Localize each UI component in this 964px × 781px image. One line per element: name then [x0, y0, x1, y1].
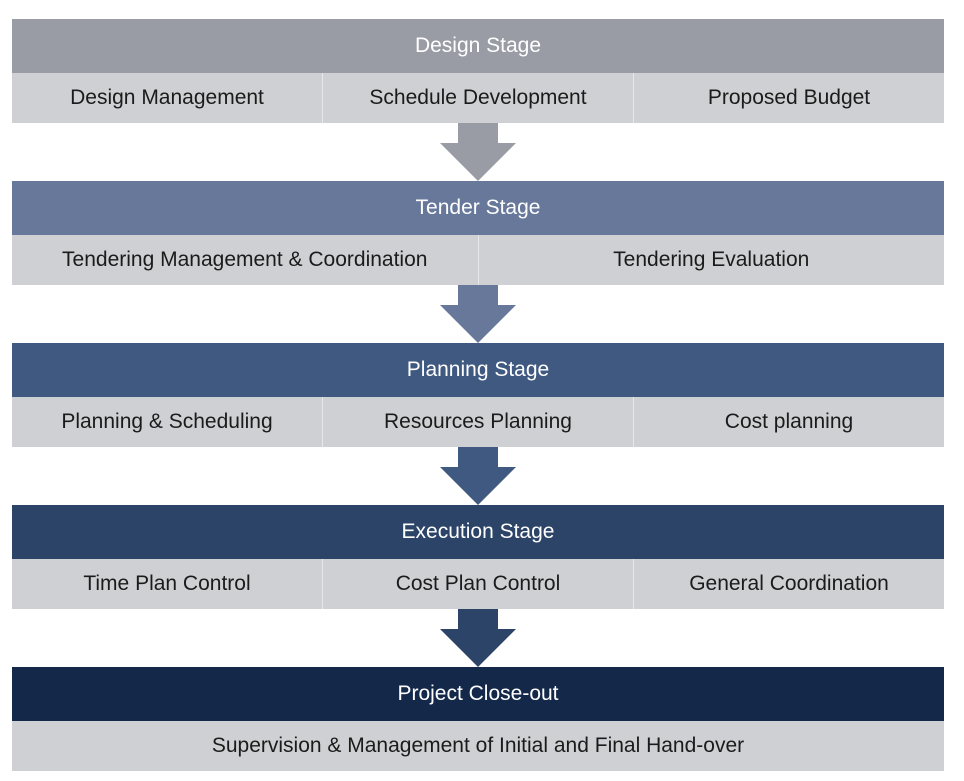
down-arrow-icon	[440, 609, 516, 667]
stage-execution: Execution Stage Time Plan Control Cost P…	[12, 505, 944, 609]
down-arrow-icon	[440, 123, 516, 181]
stage-item: Cost planning	[634, 397, 944, 447]
down-arrow-icon	[440, 285, 516, 343]
stage-item: Tendering Management & Coordination	[12, 235, 479, 285]
down-arrow-icon	[440, 447, 516, 505]
stage-design: Design Stage Design Management Schedule …	[12, 19, 944, 123]
stage-header: Design Stage	[12, 19, 944, 73]
stage-title: Execution Stage	[401, 520, 555, 543]
stage-item: Tendering Evaluation	[478, 235, 944, 285]
stage-header: Planning Stage	[12, 343, 944, 397]
stage-header: Execution Stage	[12, 505, 944, 559]
stage-item: Schedule Development	[323, 73, 634, 123]
stage-item: Proposed Budget	[634, 73, 944, 123]
stage-close-out: Project Close-out Supervision & Manageme…	[12, 667, 944, 771]
stage-planning: Planning Stage Planning & Scheduling Res…	[12, 343, 944, 447]
stage-tender: Tender Stage Tendering Management & Coor…	[12, 181, 944, 285]
stage-header: Tender Stage	[12, 181, 944, 235]
stage-items: Planning & Scheduling Resources Planning…	[12, 397, 944, 447]
stage-item: Time Plan Control	[12, 559, 323, 609]
stage-title: Design Stage	[414, 34, 542, 57]
stage-title: Project Close-out	[397, 682, 559, 705]
stage-item: General Coordination	[634, 559, 944, 609]
stage-item: Planning & Scheduling	[12, 397, 323, 447]
stage-items: Design Management Schedule Development P…	[12, 73, 944, 123]
arrow-connector	[12, 123, 944, 181]
stage-item: Resources Planning	[323, 397, 634, 447]
stage-item: Design Management	[12, 73, 323, 123]
stage-items: Time Plan Control Cost Plan Control Gene…	[12, 559, 944, 609]
stage-items: Supervision & Management of Initial and …	[12, 721, 944, 771]
stage-header: Project Close-out	[12, 667, 944, 721]
stage-item: Supervision & Management of Initial and …	[12, 721, 944, 771]
stage-items: Tendering Management & Coordination Tend…	[12, 235, 944, 285]
process-flow-diagram: Design Stage Design Management Schedule …	[12, 19, 944, 771]
arrow-connector	[12, 285, 944, 343]
stage-title: Tender Stage	[415, 196, 541, 219]
arrow-connector	[12, 447, 944, 505]
stage-item: Cost Plan Control	[323, 559, 634, 609]
arrow-connector	[12, 609, 944, 667]
stage-title: Planning Stage	[406, 358, 550, 381]
